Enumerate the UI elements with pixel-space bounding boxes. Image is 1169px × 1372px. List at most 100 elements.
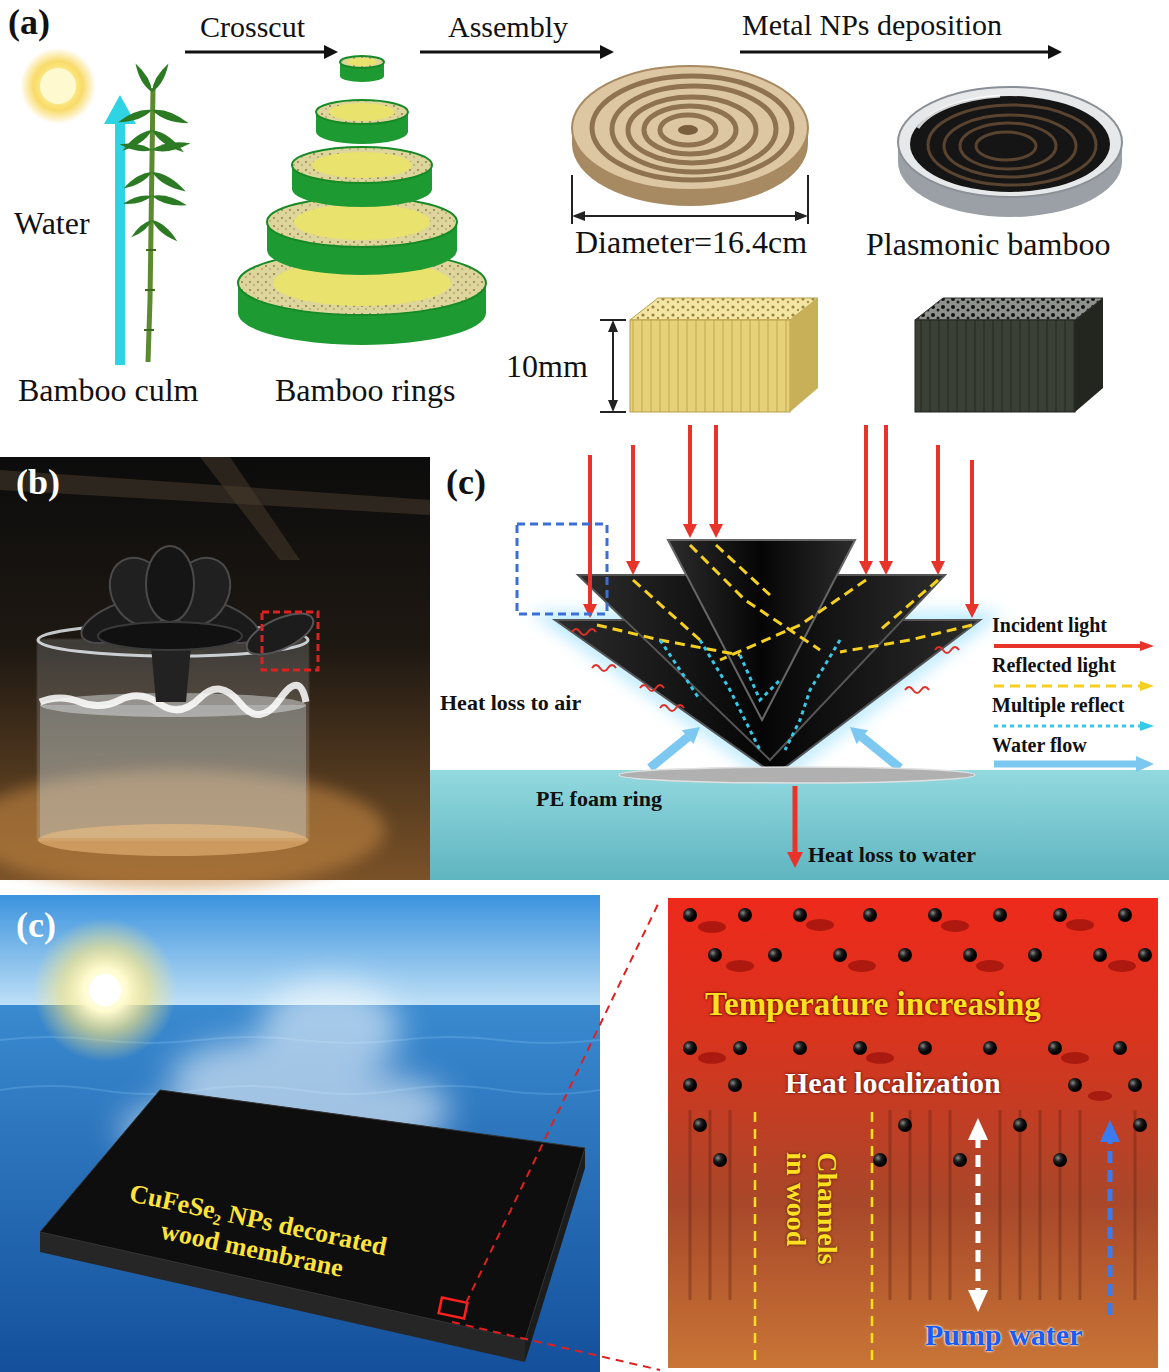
process-arrow [600,45,614,59]
heat-loss-wave [572,629,959,711]
bamboo-block [630,320,790,412]
multiple-reflection [785,640,840,750]
flow-label: Water [14,205,90,242]
bamboo-block [630,298,818,412]
annotation: Heat loss to water [808,842,976,867]
assembled-coil [644,106,736,154]
bamboo-rings [312,152,412,178]
plasmonic-dish [976,132,1036,160]
channel-line [871,1112,874,1366]
vapor-arrow [976,1136,981,1292]
legend-text: Incident light [992,614,1107,637]
glass-beaker [40,705,306,838]
water-flow-arrow [682,727,700,744]
wood-closeup [690,1110,1135,1300]
legend-text: Multiple reflect [992,694,1124,717]
reflected-light [597,625,740,655]
reflected-light [690,545,820,650]
panel-label: (b) [16,462,60,503]
wood-closeup [848,960,876,972]
glass-beaker [38,624,308,856]
dimension-label: Diameter=16.4cm [575,224,807,261]
dimension-line [572,211,585,221]
dimension-bracket [608,320,618,332]
bamboo-rings [292,147,432,183]
bamboo-block [630,298,818,320]
wood-closeup [1013,1118,1027,1132]
bamboo-culm [151,106,190,127]
incident-light [626,561,640,575]
legend-text: Reflected light [992,654,1116,677]
bamboo-culm [133,62,155,94]
dimension-bracket [608,400,618,412]
heat-loss-wave [660,705,684,711]
wood-closeup [698,919,1136,1101]
wood-closeup [1088,1091,1112,1101]
photo-background [0,470,430,515]
multiple-reflection [660,640,840,750]
wood-closeup [693,1118,707,1132]
highlight-box [517,524,607,614]
heat-loss-wave [935,647,959,653]
wood-closeup [863,908,877,922]
legend-sample [1136,756,1154,772]
bamboo-culm [150,169,188,195]
process-arrow [324,45,338,59]
dimension-line [795,211,808,221]
incident-light [583,425,979,618]
incident-light [714,425,718,526]
plasmonic-block [915,298,1103,412]
pump-arrow [1100,1120,1120,1142]
wood-closeup [1028,948,1042,962]
assembled-coil [612,86,776,172]
sun-icon [40,68,76,104]
panel-label: (c) [16,905,56,946]
vapor-arrow [968,1290,988,1312]
vapor-arrow [968,1118,988,1140]
steam [260,980,400,1080]
bamboo-culm [117,62,191,362]
wood-closeup [909,1110,912,1300]
multiple-reflection [700,640,760,750]
wood-closeup [929,1110,932,1300]
wood-closeup [983,1041,997,1055]
wood-closeup [993,908,1007,922]
wood-closeup [683,908,1152,1167]
annotation: Temperature increasing [705,986,1041,1024]
annotation: Heat loss to air [440,690,581,715]
wood-closeup [1039,1110,1042,1300]
wood-closeup [698,921,726,933]
part-label: Bamboo culm [18,372,198,409]
wood-closeup [793,1041,807,1055]
process-arrow [420,51,602,54]
incident-light [859,561,873,575]
bamboo-culm [150,217,180,243]
pump-arrow [1108,1140,1113,1315]
part-label: CuFeSe₂ NPs decorated wood membrane [92,1172,417,1297]
wood-closeup [668,898,1158,1368]
process-arrow [185,45,1062,59]
process-arrow [185,51,326,54]
wood-closeup [1079,1110,1082,1300]
water-arrow [115,122,125,365]
wood-closeup [729,1110,732,1300]
legend-sample [1140,681,1154,691]
wood-closeup [713,1153,727,1167]
incident-light [931,561,945,575]
channel-line [754,1112,757,1366]
reflected-light [597,545,972,660]
wood-closeup [918,1041,932,1055]
heat-loss-arrow [787,786,803,868]
wood-closeup [1128,1078,1142,1092]
assembled-coil [572,66,808,190]
highlight-box [262,612,318,670]
wood-closeup [853,1041,867,1055]
bamboo-culm [151,139,191,153]
wood-closeup [1113,1041,1127,1055]
plasmonic-dish [910,96,1110,192]
highlight-box [439,1297,468,1318]
wood-closeup [1048,1041,1062,1055]
plasmonic-dish [960,123,1056,169]
wood-closeup [1053,1153,1067,1167]
